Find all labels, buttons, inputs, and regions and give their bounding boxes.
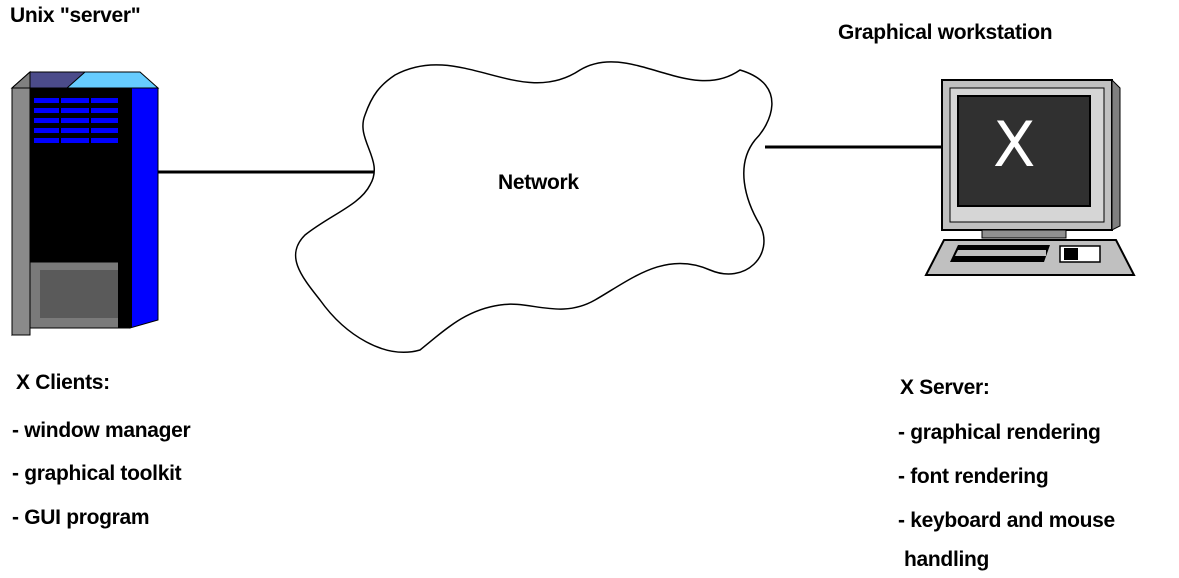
server-item-handling: handling: [904, 548, 990, 571]
server-title: Unix "server": [10, 4, 141, 27]
client-item-graphical-toolkit: - graphical toolkit: [12, 462, 182, 485]
client-item-window-manager: - window manager: [12, 419, 191, 442]
server-item-font-rendering: - font rendering: [898, 465, 1049, 488]
workstation-title: Graphical workstation: [838, 21, 1053, 44]
x-server-heading: X Server:: [900, 376, 990, 399]
server-tower-icon: [10, 70, 160, 337]
workstation-icon: [924, 78, 1136, 276]
screen-x-letter: X: [993, 108, 1035, 181]
server-item-graphical-rendering: - graphical rendering: [898, 421, 1101, 444]
client-item-gui-program: - GUI program: [12, 506, 150, 529]
network-label: Network: [498, 171, 579, 194]
x-clients-heading: X Clients:: [16, 371, 110, 394]
server-item-keyboard-mouse: - keyboard and mouse: [898, 509, 1115, 532]
network-cloud: [294, 61, 773, 353]
